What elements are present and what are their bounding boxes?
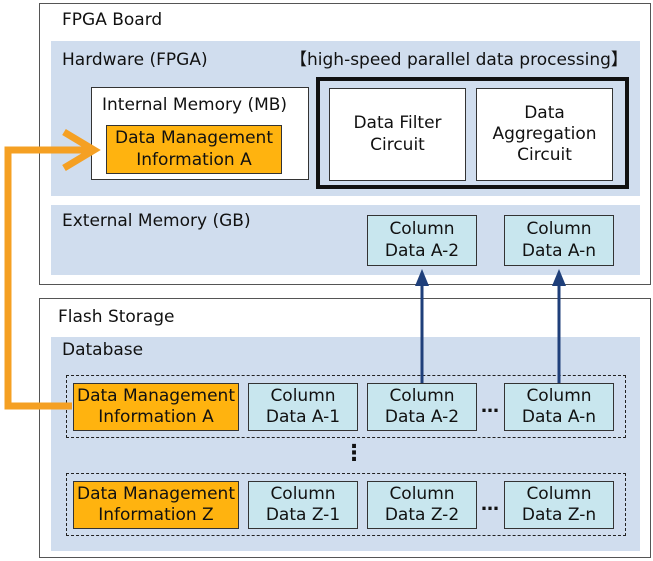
internal-memory-info-a: Data Management Information A (106, 125, 282, 174)
orange-load-arrow (4, 146, 92, 410)
db-column-an: Column Data A-n (504, 383, 614, 431)
external-column-an: Column Data A-n (504, 215, 614, 266)
db-column-a2: Column Data A-2 (367, 383, 477, 431)
database-label: Database (62, 340, 144, 360)
blue-arrowhead-an (552, 269, 566, 286)
database-row-z (66, 473, 626, 536)
db-column-z1: Column Data Z-1 (248, 481, 358, 529)
db-info-a: Data Management Information A (73, 383, 239, 431)
flash-storage-title: Flash Storage (58, 307, 175, 327)
row-a-ellipsis: … (481, 396, 499, 417)
db-info-z: Data Management Information Z (73, 481, 239, 529)
data-filter-circuit: Data Filter Circuit (329, 88, 466, 181)
fpga-board-title: FPGA Board (62, 10, 163, 30)
parallel-processing-frame (316, 77, 629, 189)
data-aggregation-circuit: Data Aggregation Circuit (476, 88, 613, 181)
external-column-a2: Column Data A-2 (367, 215, 477, 266)
blue-arrowhead-a2 (415, 269, 429, 286)
internal-memory-label: Internal Memory (MB) (102, 95, 288, 115)
parallel-processing-label: 【high-speed parallel data processing】 (290, 50, 628, 70)
db-column-z2: Column Data Z-2 (367, 481, 477, 529)
hardware-label: Hardware (FPGA) (62, 50, 208, 70)
vertical-ellipsis: ⋮ (343, 441, 365, 466)
row-z-ellipsis: … (481, 494, 499, 515)
db-column-zn: Column Data Z-n (504, 481, 614, 529)
db-column-a1: Column Data A-1 (248, 383, 358, 431)
orange-arrowhead (62, 128, 101, 172)
external-memory-label: External Memory (GB) (62, 211, 251, 231)
